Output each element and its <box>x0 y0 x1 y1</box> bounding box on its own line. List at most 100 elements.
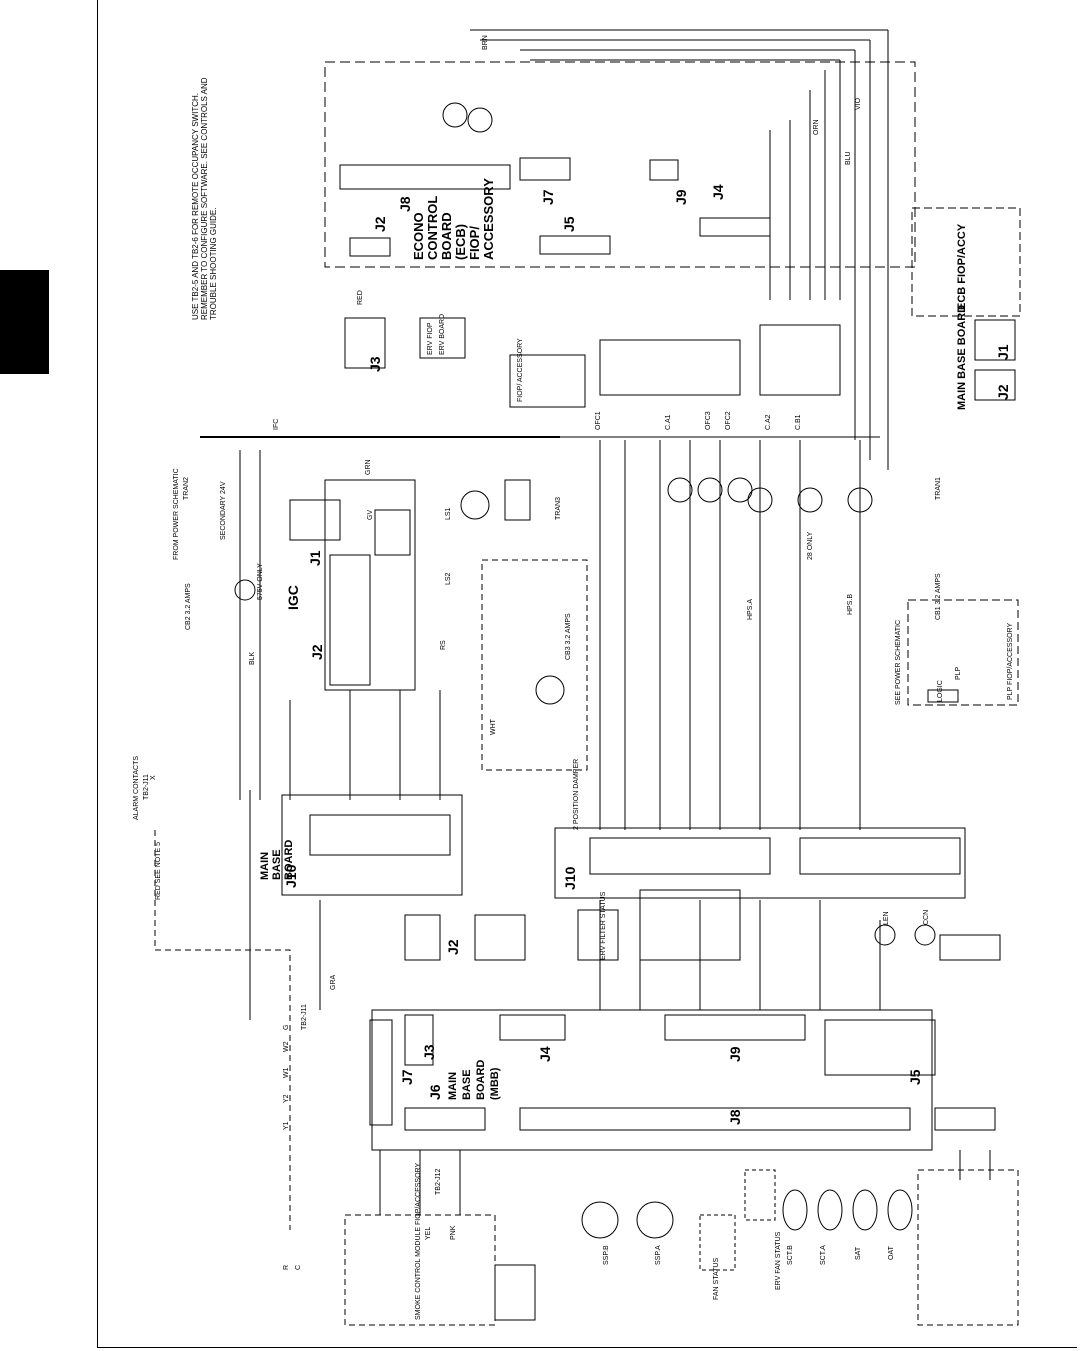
igc-board <box>324 479 416 691</box>
gv-box <box>374 509 411 556</box>
smoke-module-label: SMOKE CONTROL MODULE FIOP/ACCESSORY <box>415 1163 422 1320</box>
mbb-j3-left-label: J3 <box>367 356 383 372</box>
term-y2: Y2 <box>283 1094 290 1103</box>
sct-a-sensor <box>817 1189 843 1231</box>
tb2-j12-label: TB2-J12 <box>435 1168 442 1195</box>
wire-orn: ORN <box>813 119 820 135</box>
ca1-compressor <box>747 487 773 513</box>
diagram-frame <box>97 0 1077 1348</box>
accessory-bottom-enclosure <box>917 1169 1019 1326</box>
igc-label: IGC <box>285 585 301 610</box>
ecb-j2-label: J2 <box>372 216 388 232</box>
j10-right-pins-a <box>589 837 771 875</box>
label-hps-a: HPS.A <box>747 599 754 620</box>
label-alarm-contacts: ALARM CONTACTS <box>133 756 140 820</box>
econo-title-2: CONTROL <box>425 196 440 260</box>
mbb-j7-connector <box>369 1019 393 1126</box>
ca2-compressor <box>797 487 823 513</box>
mbb-center-enclosure <box>371 1009 933 1151</box>
econo-actuator-2 <box>442 102 468 128</box>
erv-fiop-box-top <box>419 317 466 359</box>
label-rs: RS <box>440 640 447 650</box>
fiop-accessory-label: FIOP/ ACCESSORY <box>517 338 524 402</box>
len-port <box>874 924 896 946</box>
term-y1: Y1 <box>283 1121 290 1130</box>
scroll-display-box <box>474 914 526 961</box>
mbb-j5-label: J5 <box>907 1069 923 1085</box>
term-w1: W1 <box>283 1067 290 1078</box>
575v-only-label: 575V ONLY <box>257 563 264 600</box>
mbb-j5-connector <box>824 1019 936 1076</box>
mbb-j3-left-box <box>344 317 386 369</box>
tran1-label: TRAN1 <box>935 477 942 500</box>
oat-sensor <box>887 1189 913 1231</box>
ecb-j9-label: J9 <box>673 189 689 205</box>
ecb-j4-label: J4 <box>710 184 726 200</box>
label-cb1: C.B1 <box>795 414 802 430</box>
mbb-center-3: BOARD <box>475 1060 487 1100</box>
mbb-j1-connector <box>934 1107 996 1131</box>
fiop-accessory-box <box>509 354 586 408</box>
smoke-sensor-box <box>494 1264 536 1321</box>
label-ls2: LS2 <box>445 572 452 585</box>
label-fan-status: FAN STATUS <box>713 1258 720 1300</box>
label-ccn: CCN <box>923 910 930 925</box>
ofc3-motor <box>727 477 753 503</box>
plp-label: PLP FIOP/ACCESSORY <box>1007 623 1014 700</box>
csim-box <box>639 889 741 961</box>
mbb-j6-label: J6 <box>427 1084 443 1100</box>
erv-board-label: ERV BOARD <box>439 314 446 355</box>
sat-sensor <box>852 1189 878 1231</box>
igc-j1-label: J1 <box>307 550 323 566</box>
mbb-j4-label: J4 <box>537 1046 553 1062</box>
label-plp: PLP <box>955 666 962 680</box>
label-erv-fan-status: ERV FAN STATUS <box>775 1231 782 1290</box>
wire-blk: BLK <box>249 651 256 665</box>
wire-gra: GRA <box>330 975 337 991</box>
wire-grn: GRN <box>365 459 372 475</box>
wire-wht: WHT <box>490 718 497 735</box>
term-w2: W2 <box>283 1041 290 1052</box>
ofc1-motor <box>667 477 693 503</box>
position-damper-enclosure <box>481 559 588 771</box>
mbb-j9-connector <box>664 1014 806 1041</box>
label-ls1: LS1 <box>445 507 452 520</box>
label-ca1: C.A1 <box>665 414 672 430</box>
mbb-j2-label: J2 <box>995 384 1011 400</box>
label-erv-filter-status: ERV FILTER STATUS <box>600 891 607 960</box>
j10-right-pins-b <box>799 837 961 875</box>
cb3-label: CB3 3.2 AMPS <box>565 613 572 660</box>
note-line-2: REMEMBER TO CONFIGURE SOFTWARE. SEE CONT… <box>200 77 209 320</box>
erv-filter-box <box>577 909 619 961</box>
mbb-right-label: MAIN BASE BOARD <box>956 305 968 410</box>
ecb-j4-connector <box>699 217 771 237</box>
wire-red: RED <box>357 290 364 305</box>
ssp-b-sensor <box>581 1201 619 1239</box>
tb2-j11-label: TB2-J11 <box>143 774 150 800</box>
mbb-left-1: MAIN <box>259 852 271 880</box>
return-sensor-box <box>759 324 841 396</box>
label-logic: LOGIC <box>937 680 944 702</box>
label-ca2: C.A2 <box>765 414 772 430</box>
ssp-a-sensor <box>636 1201 674 1239</box>
note-line-3: TROUBLE SHOOTING GUIDE. <box>209 208 218 320</box>
label-ssp-a: SSP.A <box>655 1245 662 1265</box>
ecb-j2-bottom-label: J2 <box>445 939 461 955</box>
mbb-j4-connector <box>499 1014 566 1041</box>
mbb-left-2: BASE <box>271 849 283 880</box>
note-line-1: USE TB2-5 AND TB2-6 FOR REMOTE OCCUPANCY… <box>191 93 200 320</box>
term-c: C <box>295 1265 302 1270</box>
ldr-lamp <box>234 579 256 601</box>
label-ssp-b: SSP.B <box>603 1245 610 1265</box>
mbb-j1-label: J1 <box>995 344 1011 360</box>
note-5-dashed-wire <box>154 830 291 1230</box>
ec-accessory-box <box>599 339 741 396</box>
tran3-label: TRAN3 <box>555 497 562 520</box>
ofc2-motor <box>697 477 723 503</box>
wire-vio: VIO <box>855 97 862 110</box>
cb1-compressor <box>847 487 873 513</box>
wire-blu: BLU <box>845 151 852 165</box>
tb2-terminal-block <box>939 934 1001 961</box>
mbb-left-3: BOARD <box>283 840 295 880</box>
econo-title-4: (ECB) <box>453 224 468 260</box>
